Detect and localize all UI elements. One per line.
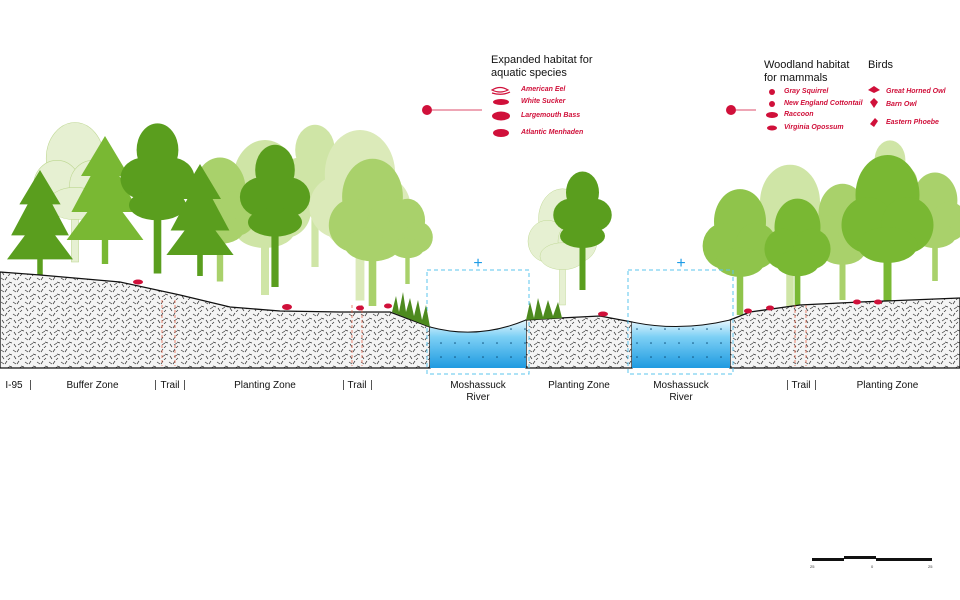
birds-legend-title: Birds [868, 59, 894, 71]
river-channel-right [627, 269, 734, 375]
mammals-legend-title: Woodland habitat for mammals [764, 59, 849, 85]
scale-label-left: 25 [810, 564, 815, 569]
subsurface-lines [161, 300, 807, 366]
zone-label-trail-3: Trail [791, 380, 811, 391]
animal-markers [133, 279, 882, 317]
riparian-grasses [392, 292, 562, 327]
legend-atlantic-menhaden: Atlantic Menhaden [521, 129, 584, 136]
legend-largemouth-bass: Largemouth Bass [521, 112, 581, 119]
legend-virginia-opossum: Virginia Opossum [784, 124, 844, 131]
legend-american-eel: American Eel [521, 86, 566, 93]
scale-label-right: 25 [928, 564, 933, 569]
zone-label-buffer-zone: Buffer Zone [66, 380, 119, 391]
ground-section-left [0, 271, 431, 369]
legend-barn-owl: Barn Owl [886, 101, 917, 108]
zone-label-planting-zone-1: Planting Zone [234, 380, 296, 391]
squirrel-icon [769, 89, 775, 95]
foreground-trees [7, 123, 934, 310]
expansion-plus-left: + [473, 255, 482, 272]
river-channel-left [426, 269, 530, 375]
legend-white-sucker: White Sucker [521, 98, 566, 105]
white-sucker-icon [493, 99, 509, 105]
aquatic-legend-title-line1: Expanded habitat for [491, 54, 593, 66]
zone-label-i95: I-95 [5, 380, 23, 391]
cottontail-icon [769, 101, 775, 107]
eel-icon [490, 86, 511, 95]
zone-label-trail-1: Trail [160, 380, 180, 391]
legend-new-england-cottontail: New England Cottontail [784, 100, 863, 107]
mammals-legend-title-line1: Woodland habitat [764, 59, 850, 71]
legend-great-horned-owl: Great Horned Owl [886, 88, 946, 95]
scale-label-mid: 0 [871, 564, 874, 569]
zone-divider [155, 380, 156, 390]
largemouth-bass-icon [492, 111, 510, 121]
barn-owl-icon [870, 98, 878, 108]
eastern-phoebe-icon [870, 118, 878, 127]
zone-label-planting-zone-3: Planting Zone [856, 380, 919, 391]
great-horned-owl-icon [868, 86, 880, 93]
zone-divider [30, 380, 31, 390]
zone-divider [343, 380, 344, 390]
atlantic-menhaden-icon [493, 129, 509, 137]
zone-divider [371, 380, 372, 390]
zone-divider [184, 380, 185, 390]
raccoon-icon [766, 112, 778, 118]
legend-eastern-phoebe: Eastern Phoebe [886, 119, 939, 126]
legend-gray-squirrel: Gray Squirrel [784, 88, 829, 95]
expansion-plus-right: + [676, 255, 685, 272]
scale-bar [812, 556, 932, 561]
zone-divider [815, 380, 816, 390]
zone-label-trail-2: Trail [347, 380, 367, 391]
zone-divider [787, 380, 788, 390]
legend-raccoon: Raccoon [784, 111, 814, 118]
opossum-icon [767, 125, 777, 131]
ground-section-right [729, 297, 960, 369]
aquatic-legend-title: Expanded habitat for aquatic species [491, 54, 593, 80]
zone-label-moshassuck-river-1: Moshassuck River [450, 380, 506, 403]
legend-icons [490, 86, 880, 137]
legend-leaders [422, 105, 756, 115]
zone-label-planting-zone-2: Planting Zone [548, 380, 610, 391]
ground-section-middle [525, 315, 633, 369]
aquatic-legend-title-line2: aquatic species [491, 67, 567, 79]
zone-label-moshassuck-river-2: Moshassuck River [653, 380, 709, 403]
mammals-legend-title-line2: for mammals [764, 72, 828, 84]
